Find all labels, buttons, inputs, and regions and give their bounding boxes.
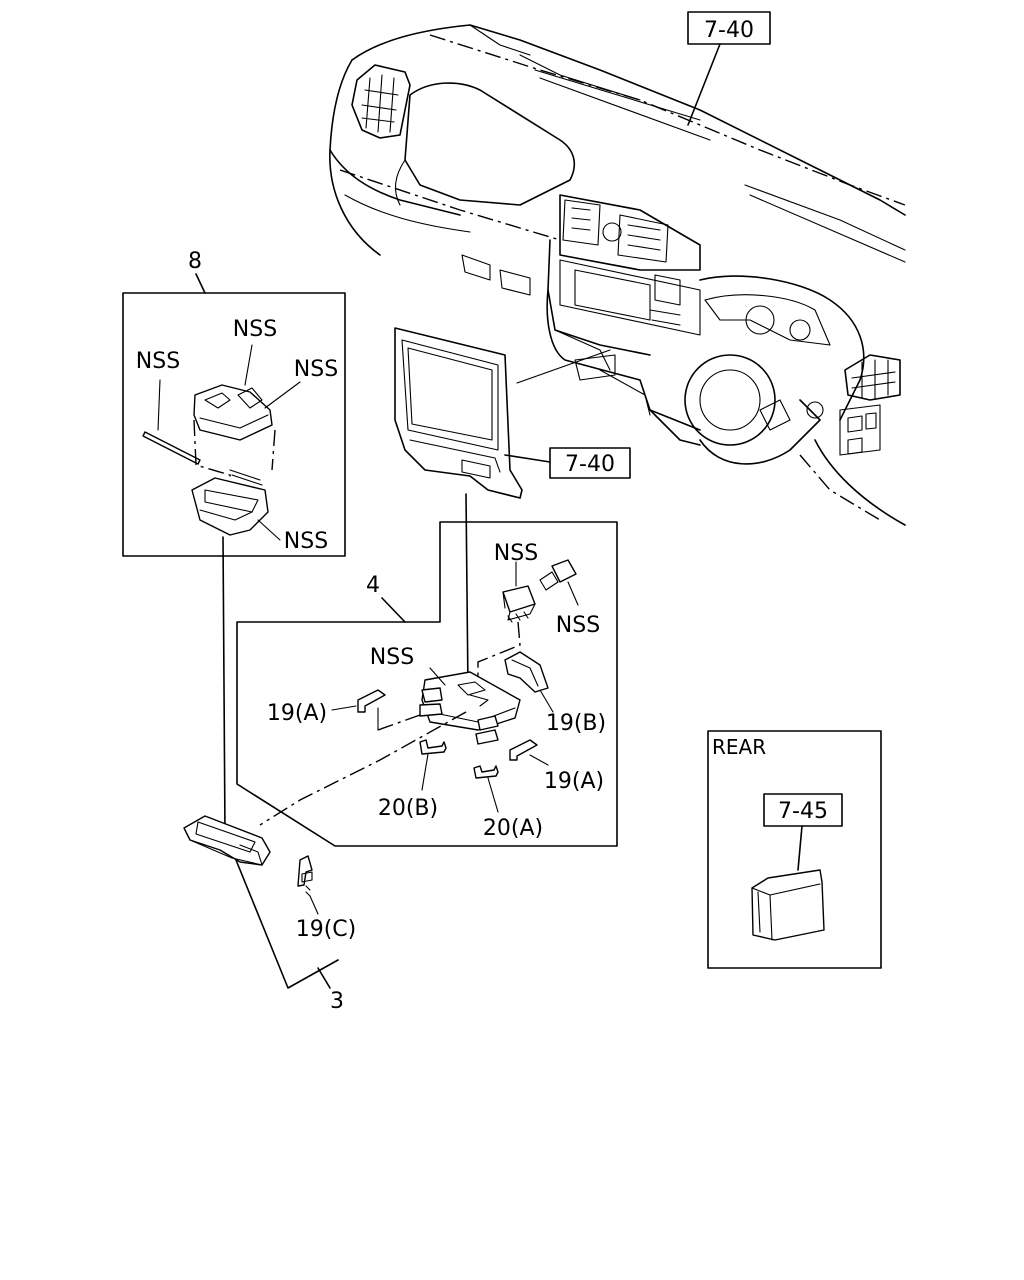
ref-7-40-mid-text: 7-40 bbox=[565, 452, 615, 477]
part-20a-label: 20(A) bbox=[483, 816, 543, 841]
ref-7-45-text: 7-45 bbox=[778, 799, 828, 824]
item-8-group: 8 NSS NSS NSS NSS bbox=[122, 249, 346, 557]
nss-label-6: NSS bbox=[556, 613, 600, 638]
nss-label-7: NSS bbox=[370, 645, 414, 670]
nss-label-3: NSS bbox=[294, 357, 338, 382]
nss-label-5: NSS bbox=[494, 541, 538, 566]
item-3-label: 3 bbox=[330, 989, 344, 1014]
rear-box: REAR 7-45 bbox=[707, 730, 882, 969]
item-4-label: 4 bbox=[366, 573, 380, 598]
ref-7-40-top: 7-40 bbox=[687, 11, 771, 126]
instrument-panel-drawing bbox=[329, 24, 906, 526]
part-19a-label-1: 19(A) bbox=[267, 701, 327, 726]
nss-label-2: NSS bbox=[233, 317, 277, 342]
item-3-group: 19(C) 3 bbox=[183, 815, 357, 1014]
center-bezel-drawing bbox=[394, 327, 611, 499]
item-8-label: 8 bbox=[188, 249, 202, 274]
ref-7-40-top-text: 7-40 bbox=[704, 18, 754, 43]
part-19b-label: 19(B) bbox=[546, 711, 606, 736]
nss-label-4: NSS bbox=[284, 529, 328, 554]
item-4-group: 4 NSS NSS NSS 19( bbox=[236, 493, 618, 847]
nss-label-1: NSS bbox=[136, 349, 180, 374]
part-19c-label: 19(C) bbox=[296, 917, 357, 942]
part-19a-label-2: 19(A) bbox=[544, 769, 604, 794]
leader-8-to-3 bbox=[222, 536, 226, 836]
part-20b-label: 20(B) bbox=[378, 796, 438, 821]
rear-box-title: REAR bbox=[712, 735, 766, 759]
ref-7-40-mid: 7-40 bbox=[504, 447, 631, 479]
